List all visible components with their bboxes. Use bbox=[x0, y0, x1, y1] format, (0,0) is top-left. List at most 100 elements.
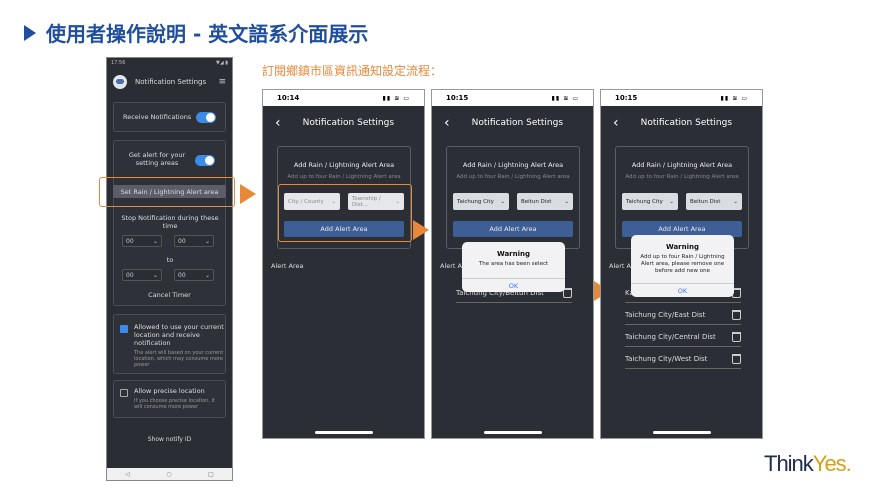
flow-arrow-icon bbox=[240, 184, 256, 204]
alert-area-list-label: Alert Area bbox=[271, 262, 304, 270]
highlight-selects bbox=[278, 184, 412, 242]
android-status-icons: ▼◢ ▮ bbox=[215, 60, 228, 66]
android-header: Notification Settings ≡ bbox=[107, 68, 232, 96]
stop-from-minute-select[interactable]: 00⌄ bbox=[174, 235, 214, 247]
precise-location-checkbox[interactable] bbox=[120, 389, 128, 397]
alert-area-list-label: Alert Ar bbox=[440, 262, 465, 270]
android-status-time: 17:56 bbox=[111, 60, 126, 66]
location-checkbox[interactable] bbox=[120, 325, 128, 333]
add-alert-area-button[interactable]: Add Alert Area bbox=[453, 221, 573, 237]
back-chevron-icon[interactable]: ‹ bbox=[444, 115, 450, 131]
chevron-down-icon: ⌄ bbox=[500, 198, 505, 205]
alert-area-list-label: Alert Ar bbox=[609, 262, 634, 270]
set-alert-area-button[interactable]: Set Rain / Lightning Alert area bbox=[113, 185, 226, 198]
alert-setting-areas-toggle[interactable] bbox=[195, 155, 215, 166]
stop-from-hour-value: 00 bbox=[126, 237, 134, 245]
stop-notification-label: Stop Notification during these time bbox=[121, 214, 219, 230]
android-status-bar: 17:56 ▼◢ ▮ bbox=[107, 58, 232, 68]
flow-arrow-icon bbox=[413, 220, 429, 240]
slide-title: 使用者操作說明 - 英文語系介面展示 bbox=[24, 18, 368, 47]
hamburger-menu-icon[interactable]: ≡ bbox=[218, 77, 226, 87]
stop-to-minute-select[interactable]: 00 ⌄ bbox=[174, 269, 214, 281]
android-header-title: Notification Settings bbox=[135, 78, 207, 86]
add-alert-area-card: Add Rain / Lightning Alert Area Add up t… bbox=[277, 146, 411, 249]
chevron-down-icon: ⌄ bbox=[395, 198, 400, 205]
warning-dialog: Warning Add up to four Rain / Lightning … bbox=[631, 235, 734, 297]
ios-status-bar: 10:15 ▮▮ ≋ ▭ bbox=[601, 90, 762, 106]
receive-notifications-card: Receive Notifications bbox=[113, 102, 226, 132]
alert-area-name: Taichung City/East Dist bbox=[625, 310, 706, 319]
card-title: Add Rain / Lightning Alert Area bbox=[462, 161, 564, 169]
location-permission-label: Allowed to use your current location and… bbox=[134, 323, 224, 347]
ios-nav-bar: ‹ Notification Settings bbox=[263, 106, 424, 140]
logo-think: Think bbox=[764, 451, 814, 476]
chevron-down-icon: ⌄ bbox=[204, 271, 210, 279]
iphone-screen-2: 10:15 ▮▮ ≋ ▭ ‹ Notification Settings Add… bbox=[431, 89, 594, 439]
precise-location-label: Allow precise location bbox=[134, 387, 205, 395]
alert-area-name: Taichung City/West Dist bbox=[625, 354, 708, 363]
alert-setting-areas-label: Get alert for your setting areas bbox=[128, 151, 186, 167]
back-chevron-icon[interactable]: ‹ bbox=[613, 115, 619, 131]
show-notify-id-button[interactable]: Show notify ID bbox=[147, 436, 192, 443]
ios-status-time: 10:15 bbox=[615, 94, 638, 102]
alert-area-row: Taichung City/Central Dist bbox=[625, 327, 741, 347]
chevron-down-icon: ⌄ bbox=[152, 237, 158, 245]
stop-to-minute-value: 00 bbox=[178, 271, 186, 279]
cancel-timer-button[interactable]: Cancel Timer bbox=[148, 291, 191, 299]
district-select-value: Township / Dist... bbox=[352, 195, 381, 208]
iphone-screen-3: 10:15 ▮▮ ≋ ▭ ‹ Notification Settings Add… bbox=[600, 89, 763, 439]
district-select[interactable]: Township / Dist... ⌄ bbox=[348, 193, 404, 210]
chevron-down-icon: ⌄ bbox=[152, 271, 158, 279]
nav-title: Notification Settings bbox=[640, 118, 733, 128]
card-subtitle: Add up to four Rain / Lightning Alert ar… bbox=[625, 174, 739, 180]
ios-status-icons: ▮▮ ≋ ▭ bbox=[382, 94, 410, 102]
add-alert-area-card: Add Rain / Lightning Alert Area Add up t… bbox=[615, 146, 749, 249]
dialog-message: The area has been select bbox=[478, 261, 549, 267]
alert-area-row: Taichung City/Beitun Dist bbox=[456, 283, 572, 303]
district-select-value: Beitun Dist bbox=[690, 198, 721, 205]
dialog-ok-button[interactable]: OK bbox=[631, 283, 734, 297]
location-permission-card: Allowed to use your current location and… bbox=[113, 314, 226, 374]
slide-subtitle: 訂閱鄉鎮市區資訊通知設定流程： bbox=[262, 64, 443, 78]
city-select[interactable]: City / County⌄ bbox=[284, 193, 340, 210]
location-permission-desc: The alert will based on your current loc… bbox=[134, 350, 224, 368]
dialog-title: Warning bbox=[665, 243, 700, 251]
dialog-ok-button[interactable]: OK bbox=[462, 278, 565, 292]
district-select[interactable]: Beitun Dist ⌄ bbox=[686, 193, 742, 210]
trash-icon[interactable] bbox=[732, 331, 741, 342]
ios-status-bar: 10:15 ▮▮ ≋ ▭ bbox=[432, 90, 593, 106]
to-label: to bbox=[166, 256, 174, 264]
add-alert-area-button[interactable]: Add Alert Area bbox=[284, 221, 404, 237]
nav-home-icon[interactable]: ○ bbox=[166, 470, 172, 478]
alert-area-name: Ka bbox=[625, 288, 634, 297]
trash-icon[interactable] bbox=[563, 287, 572, 298]
receive-notifications-label: Receive Notifications bbox=[123, 113, 192, 121]
stop-to-hour-select[interactable]: 00⌄ bbox=[122, 269, 162, 281]
nav-title: Notification Settings bbox=[302, 118, 395, 128]
nav-recent-icon[interactable]: □ bbox=[208, 470, 214, 478]
stop-from-hour-select[interactable]: 00 ⌄ bbox=[122, 235, 162, 247]
weather-app-logo-icon bbox=[113, 75, 127, 89]
ios-status-icons: ▮▮ ≋ ▭ bbox=[551, 94, 579, 102]
chevron-down-icon: ⌄ bbox=[331, 198, 336, 205]
city-select[interactable]: Taichung City⌄ bbox=[622, 193, 678, 210]
chevron-down-icon: ⌄ bbox=[564, 198, 569, 205]
chevron-down-icon: ⌄ bbox=[733, 198, 738, 205]
back-chevron-icon[interactable]: ‹ bbox=[275, 115, 281, 131]
trash-icon[interactable] bbox=[732, 353, 741, 364]
ios-status-icons: ▮▮ ≋ ▭ bbox=[720, 94, 748, 102]
city-select[interactable]: Taichung City ⌄ bbox=[453, 193, 509, 210]
district-select[interactable]: Beitun Dist⌄ bbox=[517, 193, 573, 210]
iphone-screen-1: 10:14 ▮▮ ≋ ▭ ‹ Notification Settings Add… bbox=[262, 89, 425, 439]
warning-dialog: Warning The area has been select OK bbox=[462, 242, 565, 292]
trash-icon[interactable] bbox=[732, 309, 741, 320]
alert-area-row: Taichung City/East Dist bbox=[625, 305, 741, 325]
alert-area-name: Taichung City/Beitun Dist bbox=[456, 288, 544, 297]
receive-notifications-toggle[interactable] bbox=[196, 111, 216, 123]
city-select-value: Taichung City bbox=[457, 198, 494, 205]
add-alert-area-button[interactable]: Add Alert Area bbox=[622, 221, 742, 237]
home-indicator bbox=[483, 431, 542, 434]
nav-back-icon[interactable]: ◁ bbox=[125, 470, 130, 478]
precise-location-card: Allow precise location If you choose pre… bbox=[113, 380, 226, 418]
thinkyes-logo: ThinkYes. bbox=[764, 451, 852, 477]
